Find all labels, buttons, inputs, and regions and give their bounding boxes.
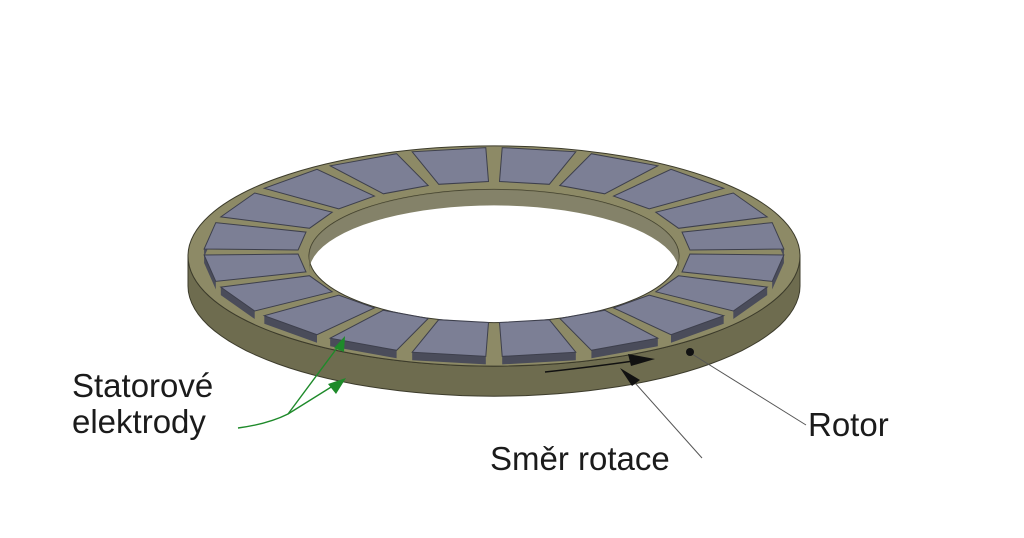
electrode-segment xyxy=(654,192,769,229)
electrode-top xyxy=(558,153,660,195)
electrode-segment xyxy=(612,294,726,343)
electrode-edge xyxy=(264,315,317,343)
electrode-segment xyxy=(203,222,307,257)
electrode-segment xyxy=(654,275,769,319)
electrode-top xyxy=(262,168,376,210)
stator-leader-line xyxy=(237,383,337,429)
electrode-segment xyxy=(498,319,577,365)
electrode-segment xyxy=(681,253,785,290)
electrode-segment xyxy=(203,253,307,290)
electrode-top xyxy=(558,309,660,351)
electrode-top xyxy=(498,147,577,185)
electrode-top xyxy=(654,275,769,312)
rotation-arrow-icon xyxy=(628,354,655,366)
electrode-edge xyxy=(220,287,255,319)
electrode-segment xyxy=(262,294,376,343)
electrode-edge xyxy=(733,287,768,319)
electrode-edge xyxy=(772,255,784,290)
electrode-segment xyxy=(498,147,577,185)
electrode-edge xyxy=(671,315,724,343)
electrode-edge xyxy=(412,352,486,365)
electrode-segment xyxy=(558,153,660,195)
rotation-direction-label: Směr rotace xyxy=(490,440,670,477)
direction-arrow-icon xyxy=(620,368,640,386)
electrode-top xyxy=(681,222,785,251)
direction-leader-line xyxy=(627,374,703,459)
annotation-group xyxy=(237,336,807,459)
electrode-segment xyxy=(328,153,430,195)
electrode-top xyxy=(498,319,577,357)
electrode-segment xyxy=(262,168,376,210)
electrode-segment xyxy=(411,319,490,365)
electrode-top xyxy=(219,275,334,312)
electrode-top xyxy=(219,192,334,229)
rotor-label: Rotor xyxy=(808,406,889,443)
stator-label-line1: Statorové xyxy=(72,367,214,404)
electrode-top xyxy=(654,192,769,229)
stator-arrow-icon-lower xyxy=(328,378,346,394)
electrode-top xyxy=(612,168,726,210)
electrode-top xyxy=(262,294,376,336)
electrode-top xyxy=(203,253,307,282)
electrode-edge xyxy=(502,352,576,365)
electrode-segment xyxy=(219,192,334,229)
electrode-group xyxy=(203,147,785,365)
stator-label-line2: elektrody xyxy=(72,403,206,440)
electrode-top xyxy=(328,309,430,351)
electrode-top xyxy=(411,319,490,357)
electrode-segment xyxy=(558,309,660,359)
electrode-edge xyxy=(591,338,658,359)
electrode-top xyxy=(411,147,490,185)
rotor-marker-dot xyxy=(686,348,694,356)
electrode-top xyxy=(681,253,785,282)
electrode-segment xyxy=(681,222,785,257)
electrode-edge xyxy=(330,338,397,359)
stator-leader-line-upper xyxy=(287,343,341,415)
electrode-edge xyxy=(204,255,216,290)
stator-electrodes-label: Statorové elektrody xyxy=(72,368,213,440)
electrode-segment xyxy=(411,147,490,185)
rotor-leader-line xyxy=(691,353,807,426)
electrode-segment xyxy=(219,275,334,319)
electrode-segment xyxy=(612,168,726,210)
stator-arrow-icon-upper xyxy=(334,336,345,352)
electrode-top xyxy=(328,153,430,195)
electrode-segment xyxy=(328,309,430,359)
rotor-inner-wall xyxy=(309,189,679,272)
electrode-top xyxy=(203,222,307,251)
electrode-top xyxy=(612,294,726,336)
